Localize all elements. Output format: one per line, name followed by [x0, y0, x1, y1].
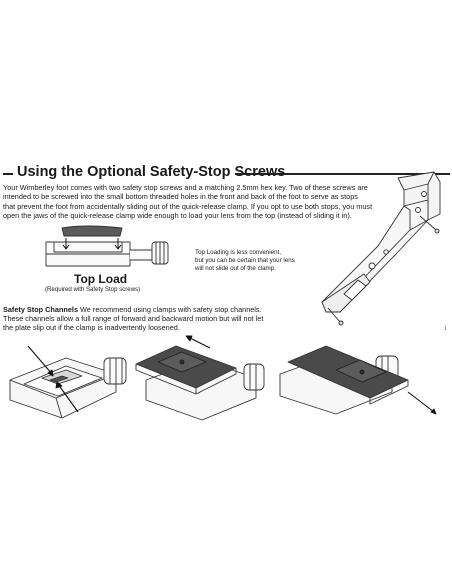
plate-stopped-illustration: [279, 345, 437, 415]
top-load-note: Top Loading is less convenient, but you …: [195, 249, 315, 273]
intro-line: intended to be screwed into the small bo…: [3, 192, 358, 202]
channels-lead: Safety Stop Channels: [3, 305, 79, 314]
top-load-clamp-illustration: [45, 225, 169, 267]
channels-line: These channels allow a full range of for…: [3, 313, 264, 323]
channels-line: Safety Stop Channels We recommend using …: [3, 305, 303, 315]
top-load-subtitle: (Required with Safety Stop screws): [45, 286, 141, 293]
note-line: but you can be certain that your lens: [195, 257, 295, 264]
channels-line-rest: We recommend using clamps with safety st…: [78, 305, 262, 314]
clamp-channel-illustration: [9, 345, 127, 419]
section-title: Using the Optional Safety-Stop Screws: [17, 164, 286, 180]
lens-foot-illustration: [321, 171, 441, 326]
section-heading: Using the Optional Safety-Stop Screws: [3, 164, 450, 180]
intro-line: Your Wimberley foot comes with two safet…: [3, 183, 368, 192]
intro-line: open the jaws of the quick-release clamp…: [3, 211, 352, 221]
heading-rule-right: [235, 173, 450, 175]
intro-paragraph: Your Wimberley foot comes with two safet…: [3, 183, 375, 221]
plate-sliding-illustration: [135, 335, 265, 421]
channels-line: the plate slip out if the clamp is inadv…: [3, 322, 180, 332]
note-line: will not slide out of the clamp.: [195, 265, 276, 272]
intro-line: that prevent the foot from accidentally …: [3, 201, 373, 211]
heading-rule-left: [3, 173, 13, 175]
page-number: 1: [444, 326, 447, 332]
note-line: Top Loading is less convenient,: [195, 249, 281, 256]
top-load-title: Top Load: [74, 272, 128, 286]
safety-stop-channels-paragraph: Safety Stop Channels We recommend using …: [3, 305, 303, 332]
